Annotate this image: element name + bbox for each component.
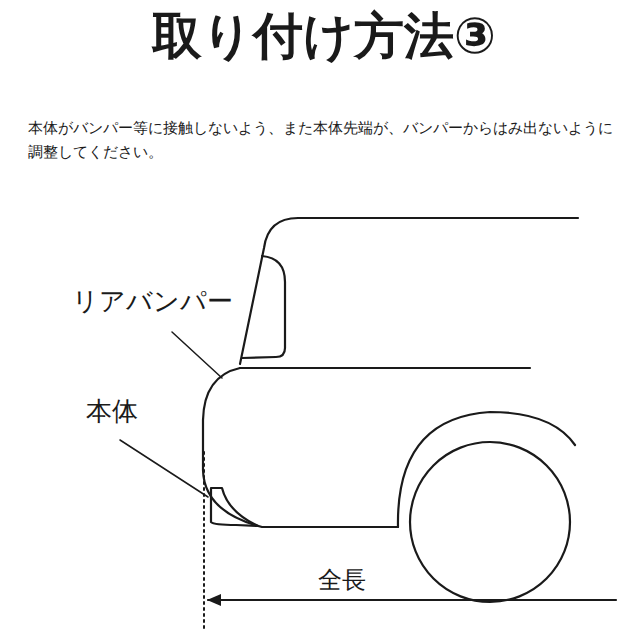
dimension-label: 全長 <box>318 566 366 595</box>
part-label: リアバンパー <box>72 286 233 317</box>
roof-and-rear <box>240 218 578 364</box>
rear-bumper <box>203 368 398 527</box>
part-label: 本体 <box>86 396 138 427</box>
wheel <box>410 442 570 602</box>
length-arrow <box>208 599 616 601</box>
device-body <box>211 488 258 526</box>
body-line <box>240 367 530 369</box>
reference-line <box>203 452 205 628</box>
wheel-arch <box>398 412 575 527</box>
instruction-note: 本体がバンパー等に接触しないよう、また本体先端が、バンパーからはみ出ないように調… <box>28 116 618 164</box>
leader-line <box>120 440 208 497</box>
page-title: 取り付け方法③ <box>4 6 640 66</box>
rear-lamp <box>242 256 285 358</box>
leader-line <box>172 332 222 378</box>
